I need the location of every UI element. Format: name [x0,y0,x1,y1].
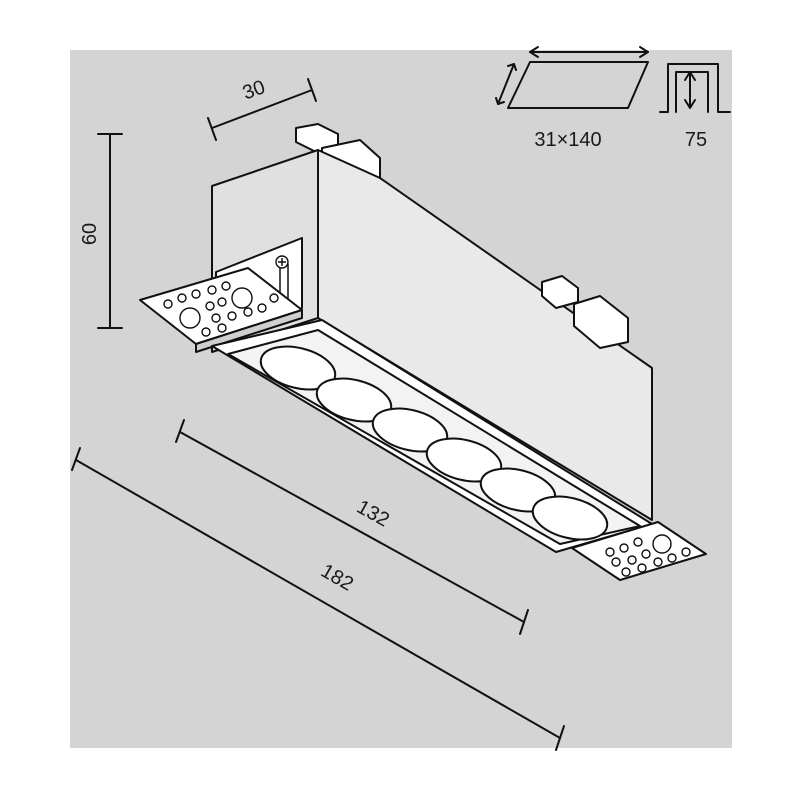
cutout-icon [495,46,649,109]
total-length-dimension-line [71,447,565,751]
height-dimension-label: 60 [79,223,101,245]
left-mounting-flange [139,267,303,353]
inner-length-dimension-line [175,419,529,635]
led-lens-1 [259,345,337,391]
depth-icon [659,63,731,113]
depth-dimension-label: 75 [685,129,707,151]
height-dimension-line [97,133,123,329]
led-lens-strip [211,319,653,553]
width-dimension-line [207,78,317,141]
led-lens-6 [531,495,609,541]
right-mounting-flange [571,521,707,581]
cutout-dimension-label: 31×140 [534,129,601,151]
